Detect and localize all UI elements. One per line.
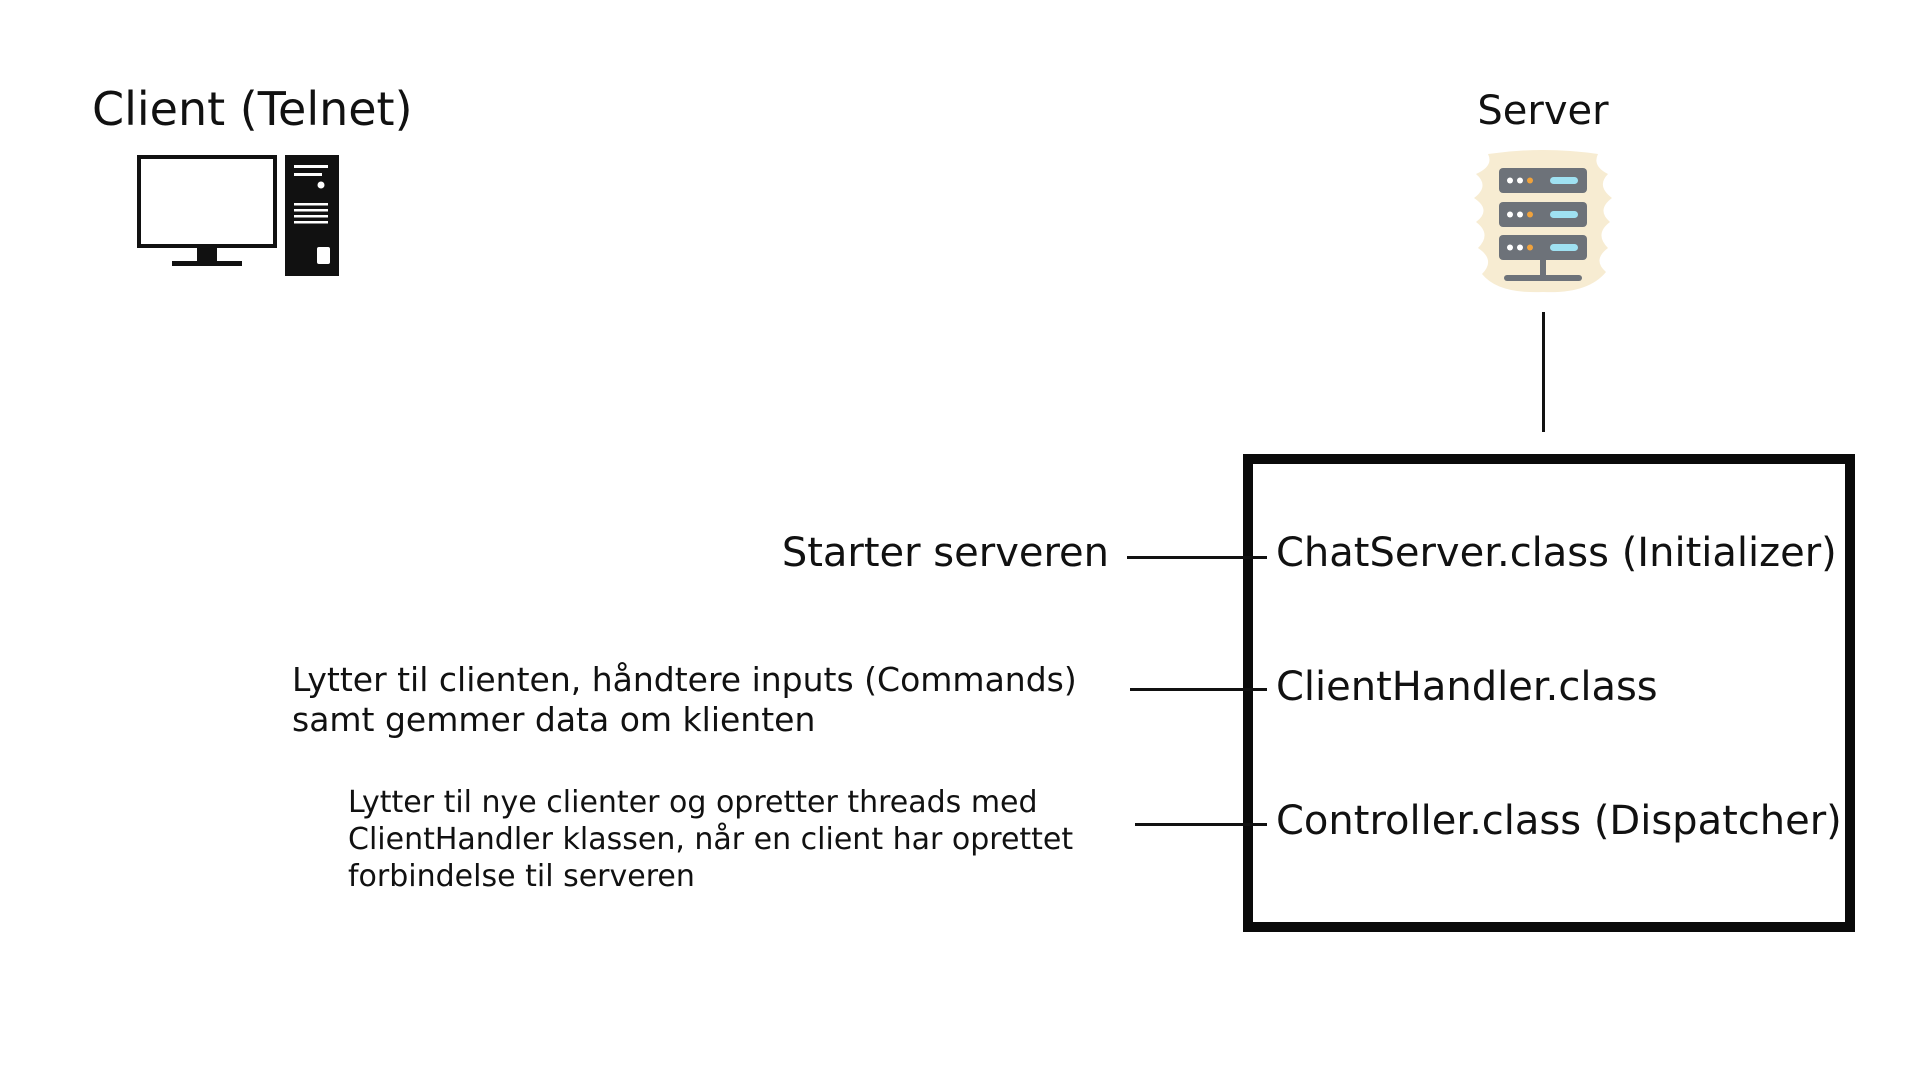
description-line: forbindelse til serveren	[348, 859, 695, 894]
server-classes-box	[1243, 454, 1855, 932]
description-controller: Lytter til nye clienter og opretter thre…	[348, 784, 1128, 895]
description-line: ClientHandler klassen, når en client har…	[348, 822, 1074, 857]
server-title: Server	[1477, 88, 1609, 134]
description-chatserver: Starter serveren	[600, 530, 1109, 576]
connector-line-chatserver	[1127, 556, 1267, 559]
description-clienthandler: Lytter til clienten, håndtere inputs (Co…	[292, 660, 1122, 740]
description-line: Lytter til nye clienter og opretter thre…	[348, 785, 1038, 820]
description-line: Starter serveren	[781, 530, 1109, 576]
server-connector-line	[1542, 312, 1545, 432]
class-label-controller: Controller.class (Dispatcher)	[1276, 798, 1842, 844]
description-line: Lytter til clienten, håndtere inputs (Co…	[292, 660, 1077, 699]
class-label-chatserver: ChatServer.class (Initializer)	[1276, 530, 1837, 576]
client-title: Client (Telnet)	[92, 82, 413, 136]
desktop-computer-icon	[136, 152, 346, 277]
connector-line-clienthandler	[1130, 688, 1267, 691]
server-rack-icon	[1468, 146, 1618, 296]
connector-line-controller	[1135, 823, 1267, 826]
class-label-clienthandler: ClientHandler.class	[1276, 664, 1658, 710]
description-line: samt gemmer data om klienten	[292, 700, 816, 739]
